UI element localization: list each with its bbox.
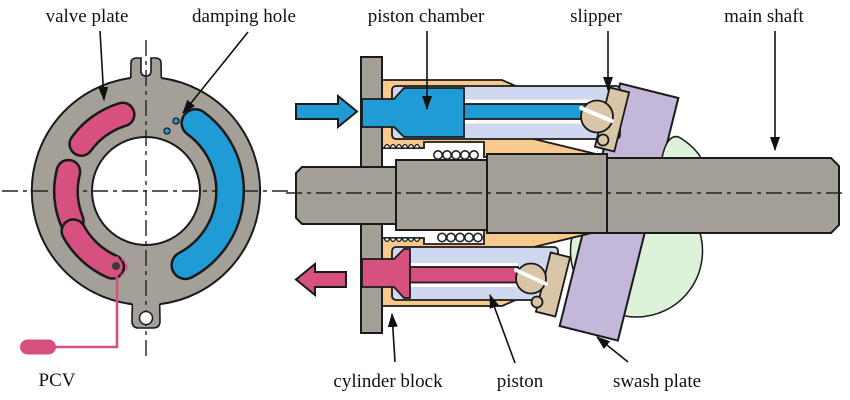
tab-hole <box>138 310 154 326</box>
shaft-mid-step <box>395 159 488 231</box>
piston-highlight <box>464 99 602 104</box>
damping-hole-leader <box>182 31 249 114</box>
pcv-valve-icon <box>20 339 56 355</box>
slipper-gap <box>514 268 548 286</box>
discharge-kidney-port-upper <box>70 104 134 155</box>
cylinder-block-label: cylinder block <box>333 371 443 392</box>
slipper-bottom <box>514 251 572 318</box>
piston-label: piston <box>497 371 544 392</box>
piston-highlight <box>410 263 518 268</box>
valve-plate-outer-edge <box>30 77 133 306</box>
piston-leader <box>489 294 516 364</box>
flow-arrow-left-icon <box>294 261 347 298</box>
swash-plate-leader <box>596 336 629 363</box>
swash-plate-label: swash plate <box>613 371 701 392</box>
valve-plate-outer-edge <box>159 77 262 306</box>
spring-top <box>432 150 479 161</box>
piston-channel-top <box>463 103 595 120</box>
cylinder-block-leader <box>387 313 398 363</box>
leader-arrows <box>98 30 780 364</box>
damping-hole <box>163 127 171 135</box>
slipper-knob <box>596 133 610 147</box>
pcv-connector-line <box>40 277 119 349</box>
spline-break-bottom <box>383 236 421 243</box>
main-shaft-label: main shaft <box>724 6 804 27</box>
damping-hole-label: damping hole <box>192 6 296 27</box>
slipper-top <box>579 86 631 153</box>
pcv-port-marker <box>106 256 128 278</box>
shoe-plate-disc-top <box>661 135 703 159</box>
spline-break-top <box>383 143 421 150</box>
discharge-kidney-port-middle <box>55 161 83 232</box>
flow-arrow-right-icon <box>295 93 359 130</box>
valve-plate-leader <box>98 30 109 101</box>
piston-bottom <box>409 266 519 284</box>
suction-kidney-port <box>172 110 243 278</box>
valve-plate-label: valve plate <box>46 6 129 27</box>
piston-highlight <box>464 119 602 124</box>
slipper-knob <box>530 295 544 309</box>
slipper-label: slipper <box>570 6 622 27</box>
labels: valve plate damping hole piston chamber … <box>39 6 805 392</box>
main-shaft <box>295 153 840 234</box>
piston-chamber-suction <box>361 87 465 138</box>
piston-chamber-label: piston chamber <box>368 6 485 27</box>
shaft-right-end <box>606 157 840 234</box>
pcv-label: PCV <box>39 370 76 391</box>
piston-chamber-discharge <box>361 248 411 299</box>
shaft-left-step <box>295 166 397 225</box>
pcv-port-hole <box>112 262 120 270</box>
damping-hole <box>172 117 180 125</box>
pump-cross-section <box>286 56 845 342</box>
valve-plate-front-view <box>2 40 290 357</box>
slipper-gap <box>579 106 614 123</box>
spring-bottom <box>436 232 483 243</box>
piston-highlight <box>410 282 518 287</box>
